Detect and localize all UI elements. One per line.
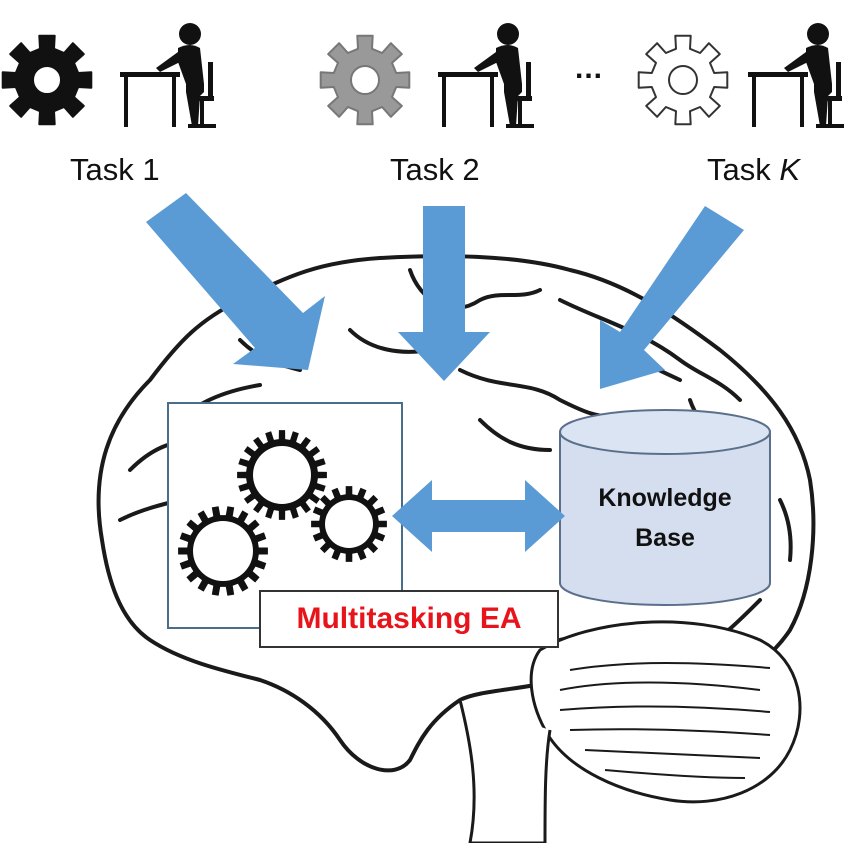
ea-gear-3 <box>178 506 268 596</box>
task-icons <box>1 21 846 129</box>
knowledge-base-line1: Knowledge <box>598 484 732 512</box>
knowledge-base-label: Knowledge Base <box>560 478 770 558</box>
ea-gears <box>178 430 387 596</box>
double-arrow <box>392 480 565 552</box>
cerebellum <box>529 620 802 804</box>
task2-gear-icon <box>319 34 411 126</box>
ellipsis: ... <box>575 52 604 85</box>
ea-gear-1 <box>237 430 327 520</box>
multitasking-ea-box: Multitasking EA <box>259 590 559 648</box>
taskK-arrow <box>600 206 744 389</box>
task2-label: Task 2 <box>390 152 480 187</box>
task1-gear-icon <box>1 34 93 126</box>
task2-arrow <box>398 206 490 381</box>
task-arrows <box>146 193 744 389</box>
brain-stem <box>458 699 552 843</box>
task1-arrow <box>146 193 325 370</box>
knowledge-base-line2: Base <box>635 524 695 552</box>
knowledge-base-cylinder <box>559 409 771 606</box>
task1-person-icon <box>118 21 218 129</box>
multitasking-ea-label: Multitasking EA <box>296 602 522 635</box>
ea-gear-2 <box>311 486 387 562</box>
taskK-person-icon <box>746 21 846 129</box>
task2-person-icon <box>436 21 536 129</box>
taskK-gear-icon <box>637 34 729 126</box>
task1-label: Task 1 <box>70 152 160 187</box>
taskK-label: Task K <box>707 152 801 187</box>
